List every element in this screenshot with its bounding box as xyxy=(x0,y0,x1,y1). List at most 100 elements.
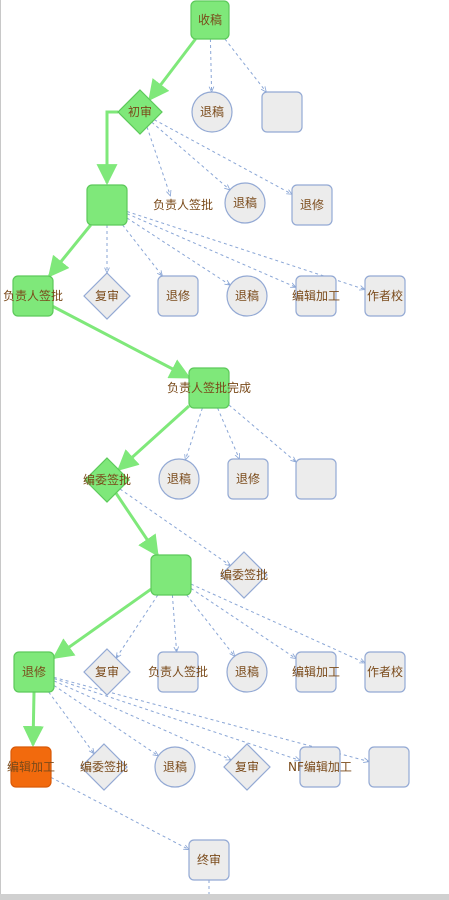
node-rect-1[interactable]: 收稿 xyxy=(190,0,230,40)
node-circle-30[interactable]: 退稿 xyxy=(154,746,196,788)
node-label: 退稿 xyxy=(167,471,191,486)
node-box[interactable] xyxy=(291,184,333,226)
node-diamond[interactable] xyxy=(84,457,130,503)
node-rect-27[interactable]: 作者校 xyxy=(364,651,406,693)
node-rect-18[interactable]: 退修 xyxy=(227,458,269,500)
node-diamond[interactable] xyxy=(220,551,268,599)
node-box[interactable] xyxy=(188,367,230,409)
alt-flow-edge-4 xyxy=(146,126,170,196)
node-rect-20[interactable] xyxy=(150,554,192,596)
node-diamond-23[interactable]: 复审 xyxy=(83,648,131,696)
node-label: 终审 xyxy=(197,852,221,867)
alt-flow-edge-19 xyxy=(119,488,230,566)
node-box[interactable] xyxy=(299,746,341,788)
node-diamond-2[interactable]: 初审 xyxy=(117,89,163,135)
node-box[interactable] xyxy=(157,275,199,317)
node-diamond[interactable] xyxy=(117,89,163,135)
node-text-6[interactable]: 负责人签批 xyxy=(153,197,213,212)
node-circle[interactable] xyxy=(226,275,268,317)
node-rect-28[interactable]: 编辑加工 xyxy=(7,746,55,788)
node-label: 退修 xyxy=(22,664,46,679)
node-diamond-10[interactable]: 复审 xyxy=(83,272,131,320)
node-rect-26[interactable]: 编辑加工 xyxy=(292,651,340,693)
alt-flow-edge-5 xyxy=(151,121,230,190)
node-box[interactable] xyxy=(261,91,303,133)
node-box[interactable] xyxy=(13,651,55,693)
node-rect-32[interactable]: NF编辑加工 xyxy=(288,746,352,788)
node-box[interactable] xyxy=(295,458,337,500)
node-rect-22[interactable]: 退修 xyxy=(13,651,55,693)
node-box[interactable] xyxy=(227,458,269,500)
node-box[interactable] xyxy=(188,839,230,881)
node-label: 编辑加工 xyxy=(7,759,55,774)
node-box[interactable] xyxy=(157,651,199,693)
horizontal-scrollbar[interactable] xyxy=(0,894,449,900)
node-rect-19[interactable] xyxy=(295,458,337,500)
edge-layer xyxy=(22,38,369,896)
node-box[interactable] xyxy=(190,0,230,40)
alt-flow-edge-32 xyxy=(50,776,189,849)
node-rect-9[interactable]: 负责人签批 xyxy=(3,275,63,317)
alt-flow-edge-29 xyxy=(53,680,231,761)
node-box[interactable] xyxy=(10,746,52,788)
alt-flow-edge-17 xyxy=(228,404,296,462)
node-diamond-21[interactable]: 编委签批 xyxy=(220,551,268,599)
node-circle[interactable] xyxy=(191,91,233,133)
node-diamond-31[interactable]: 复审 xyxy=(223,743,271,791)
node-label: 收稿 xyxy=(198,12,222,27)
node-rect-34[interactable]: 终审 xyxy=(188,839,230,881)
node-diamond[interactable] xyxy=(83,648,131,696)
node-diamond[interactable] xyxy=(80,743,128,791)
alt-flow-edge-30 xyxy=(53,678,300,761)
node-label: 退稿 xyxy=(200,104,224,119)
node-rect-15[interactable]: 负责人签批完成 xyxy=(167,367,251,409)
main-flow-edge-14 xyxy=(117,404,191,472)
main-flow-edge-18 xyxy=(114,492,159,557)
alt-flow-edge-27 xyxy=(48,691,94,754)
node-box[interactable] xyxy=(364,275,406,317)
node-box[interactable] xyxy=(86,184,128,226)
alt-flow-edge-28 xyxy=(53,685,158,756)
node-label: 负责人签批 xyxy=(153,197,213,212)
node-box[interactable] xyxy=(150,554,192,596)
main-flow-edge-0 xyxy=(148,38,197,102)
node-rect-5[interactable] xyxy=(86,184,128,226)
alt-flow-edge-22 xyxy=(171,594,176,652)
node-box[interactable] xyxy=(368,746,410,788)
node-circle[interactable] xyxy=(158,458,200,500)
node-box[interactable] xyxy=(295,651,337,693)
node-rect-13[interactable]: 编辑加工 xyxy=(292,275,340,317)
node-circle-7[interactable]: 退稿 xyxy=(224,182,266,224)
node-rect-4[interactable] xyxy=(261,91,303,133)
node-label: 退修 xyxy=(236,471,260,486)
node-circle[interactable] xyxy=(224,182,266,224)
node-label: 退稿 xyxy=(233,195,257,210)
alt-flow-edge-16 xyxy=(217,407,240,459)
node-circle-25[interactable]: 退稿 xyxy=(226,651,268,693)
node-rect-8[interactable]: 退修 xyxy=(291,184,333,226)
node-label: 编辑加工 xyxy=(292,664,340,679)
node-diamond[interactable] xyxy=(83,272,131,320)
node-rect-14[interactable]: 作者校 xyxy=(364,275,406,317)
node-circle[interactable] xyxy=(226,651,268,693)
node-circle-17[interactable]: 退稿 xyxy=(158,458,200,500)
alt-flow-edge-2 xyxy=(224,38,266,92)
node-box[interactable] xyxy=(12,275,54,317)
node-diamond-29[interactable]: 编委签批 xyxy=(80,743,128,791)
canvas-left-border xyxy=(0,0,1,900)
node-rect-24[interactable]: 负责人签批 xyxy=(148,651,208,693)
node-label: 复审 xyxy=(95,664,119,679)
node-label: 退稿 xyxy=(163,759,187,774)
node-circle[interactable] xyxy=(154,746,196,788)
node-box[interactable] xyxy=(364,651,406,693)
node-rect-11[interactable]: 退修 xyxy=(157,275,199,317)
node-circle-3[interactable]: 退稿 xyxy=(191,91,233,133)
node-diamond[interactable] xyxy=(223,743,271,791)
node-box[interactable] xyxy=(295,275,337,317)
main-flow-edge-20 xyxy=(52,587,152,660)
node-diamond-16[interactable]: 编委签批 xyxy=(83,457,131,503)
node-circle-12[interactable]: 退稿 xyxy=(226,275,268,317)
alt-flow-edge-15 xyxy=(185,407,203,460)
node-rect-33[interactable] xyxy=(368,746,410,788)
